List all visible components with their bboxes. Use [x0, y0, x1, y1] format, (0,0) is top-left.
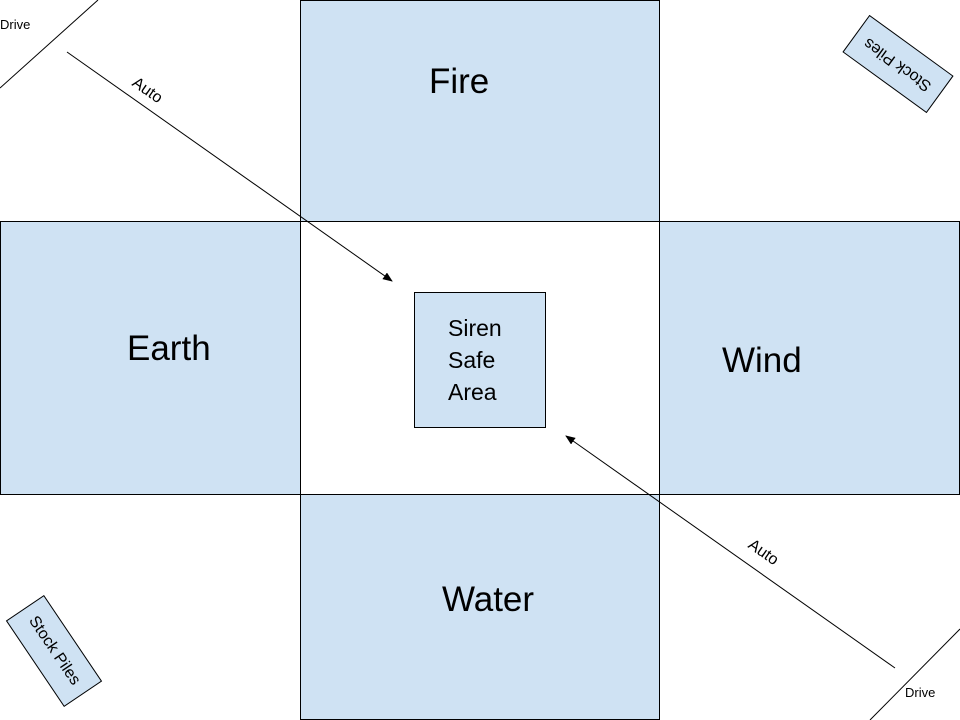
drive-label-bottom-right: Drive: [905, 685, 936, 700]
drive-label-top-left: Drive: [0, 17, 31, 32]
water-label: Water: [442, 580, 535, 619]
fire-label: Fire: [429, 62, 490, 101]
auto-arrow-top-left: [66, 51, 393, 282]
siren-safe-area-box: Siren Safe Area: [414, 292, 546, 428]
auto-arrow-bottom-right: [565, 435, 896, 669]
siren-safe-area-line-1: Siren: [448, 315, 502, 341]
water-zone: [300, 494, 660, 720]
drive-line-bottom-right: [869, 628, 960, 720]
siren-safe-area-line-2: Safe: [448, 347, 496, 373]
drive-line-top-left: [0, 0, 99, 89]
siren-safe-area-line-3: Area: [448, 379, 497, 405]
fire-zone: [300, 0, 660, 222]
wind-zone: [659, 221, 960, 495]
wind-label: Wind: [722, 341, 802, 380]
earth-zone: [0, 221, 301, 495]
earth-label: Earth: [127, 329, 211, 368]
